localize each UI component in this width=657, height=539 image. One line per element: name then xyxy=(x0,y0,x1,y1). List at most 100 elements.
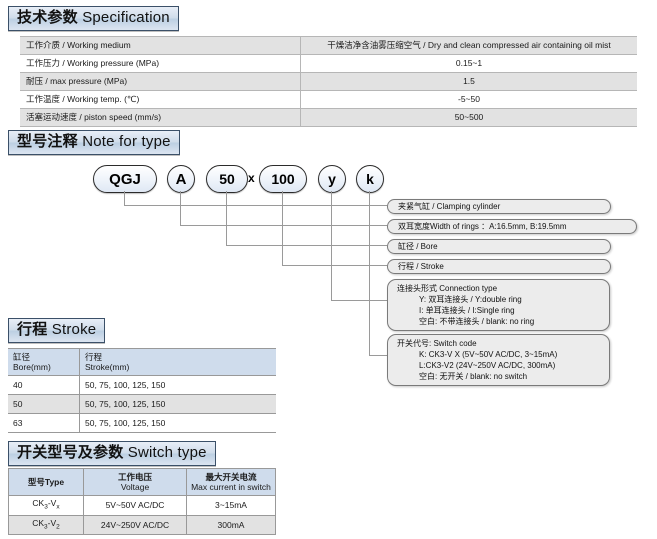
stroke-header-bore-en: Bore(mm) xyxy=(13,362,51,372)
switch-cell-current: 300mA xyxy=(186,514,276,536)
callout-stroke: 行程 / Stroke xyxy=(387,259,611,274)
leader-line xyxy=(282,265,387,266)
model-code-part-k: k xyxy=(356,165,384,193)
table-row: CK3-Vx 5V~50V AC/DC 3~15mA xyxy=(8,495,276,516)
table-row: 活塞运动速度 / piston speed (mm/s) 50~500 xyxy=(20,108,637,127)
model-code-part-stroke: 100 xyxy=(259,165,307,193)
stroke-cell-stroke: 50, 75, 100, 125, 150 xyxy=(79,394,276,414)
leader-line xyxy=(369,191,370,355)
model-code-separator: x xyxy=(248,171,255,185)
callout-connection-type-header: 连接头形式 Connection type xyxy=(397,284,498,293)
callout-switch-code-line: L:CK3-V2 (24V~250V AC/DC, 300mA) xyxy=(419,361,556,370)
section-header-stroke: 行程 Stroke xyxy=(8,318,106,343)
spec-label: 活塞运动速度 / piston speed (mm/s) xyxy=(20,108,301,127)
model-code-part-qgj: QGJ xyxy=(93,165,157,193)
switch-type-main: CK xyxy=(32,517,45,528)
switch-type-sub: 3 xyxy=(44,503,48,511)
leader-line xyxy=(180,225,387,226)
switch-header-type-cn: 型号Type xyxy=(27,477,65,487)
spec-value: 干燥洁净含油雾压缩空气 / Dry and clean compressed a… xyxy=(300,36,637,55)
section-header-switch-cn: 开关型号及参数 xyxy=(17,444,124,461)
table-header-row: 缸径 Bore(mm) 行程 Stroke(mm) xyxy=(8,348,276,376)
table-row: 耐压 / max pressure (MPa) 1.5 xyxy=(20,72,637,91)
switch-table-header-type: 型号Type xyxy=(8,468,84,496)
section-header-switch-type: 开关型号及参数 Switch type xyxy=(8,441,216,466)
switch-type-mid: -V xyxy=(47,517,57,528)
table-row: 工作温度 / Working temp. (℃) -5~50 xyxy=(20,90,637,109)
switch-cell-type: CK3-Vx xyxy=(8,495,84,516)
stroke-cell-bore: 50 xyxy=(8,394,80,414)
switch-type-main: CK xyxy=(32,498,45,508)
switch-header-voltage-en: Voltage xyxy=(120,482,150,492)
switch-header-current-en: Max current in switch xyxy=(191,482,271,492)
stroke-table-header-bore: 缸径 Bore(mm) xyxy=(8,348,80,376)
table-row: 工作压力 / Working pressure (MPa) 0.15~1 xyxy=(20,54,637,73)
stroke-cell-bore: 63 xyxy=(8,413,80,433)
stroke-header-bore-cn: 缸径 xyxy=(13,352,31,362)
leader-line xyxy=(124,205,387,206)
switch-header-current-cn: 最大开关电流 xyxy=(205,472,257,482)
callout-connection-type: 连接头形式 Connection type Y: 双耳连接头 / Y:doubl… xyxy=(387,279,610,331)
switch-cell-type: CK3-V2 xyxy=(8,514,84,536)
spec-value: 1.5 xyxy=(300,72,637,91)
leader-line xyxy=(282,191,283,265)
spec-value: -5~50 xyxy=(300,90,637,109)
spec-label: 耐压 / max pressure (MPa) xyxy=(20,72,301,91)
switch-type-table: 型号Type 工作电压 Voltage 最大开关电流 Max current i… xyxy=(8,468,276,536)
callout-switch-code-header: 开关代号: Switch code xyxy=(397,339,477,348)
spec-value: 0.15~1 xyxy=(300,54,637,73)
callout-clamping-cylinder: 夹紧气缸 / Clamping cylinder xyxy=(387,199,611,214)
model-code-part-a: A xyxy=(167,165,195,193)
table-row: 63 50, 75, 100, 125, 150 xyxy=(8,413,276,433)
leader-line xyxy=(226,191,227,245)
section-header-specification-en: Specification xyxy=(82,9,170,26)
switch-type-sub: 2 xyxy=(56,523,60,531)
stroke-cell-stroke: 50, 75, 100, 125, 150 xyxy=(79,413,276,433)
section-header-specification-cn: 技术参数 xyxy=(17,9,78,26)
table-row: 50 50, 75, 100, 125, 150 xyxy=(8,394,276,414)
stroke-header-stroke-en: Stroke(mm) xyxy=(85,362,130,372)
callout-connection-type-line: 空白: 不带连接头 / blank: no ring xyxy=(419,317,535,326)
switch-type-sub: 3 xyxy=(44,523,48,531)
callout-bore: 缸径 / Bore xyxy=(387,239,611,254)
callout-switch-code-line: 空白: 无开关 / blank: no switch xyxy=(419,372,528,381)
leader-line xyxy=(331,300,387,301)
table-row: 工作介质 / Working medium 干燥洁净含油雾压缩空气 / Dry … xyxy=(20,36,637,55)
switch-table-header-voltage: 工作电压 Voltage xyxy=(83,468,187,496)
table-header-row: 型号Type 工作电压 Voltage 最大开关电流 Max current i… xyxy=(8,468,276,496)
specification-table: 工作介质 / Working medium 干燥洁净含油雾压缩空气 / Dry … xyxy=(20,36,637,127)
section-header-specification: 技术参数 Specification xyxy=(8,6,179,31)
callout-width-of-rings: 双耳宽度Width of rings ：A:16.5mm, B:19.5mm xyxy=(387,219,637,234)
switch-cell-voltage: 5V~50V AC/DC xyxy=(83,495,187,516)
table-row: 40 50, 75, 100, 125, 150 xyxy=(8,375,276,395)
stroke-cell-bore: 40 xyxy=(8,375,80,395)
switch-cell-voltage: 24V~250V AC/DC xyxy=(83,514,187,536)
section-header-switch-en: Switch type xyxy=(127,444,207,461)
switch-header-voltage-cn: 工作电压 xyxy=(117,472,152,482)
stroke-table: 缸径 Bore(mm) 行程 Stroke(mm) 40 50, 75, 100… xyxy=(8,348,276,433)
model-code-part-bore: 50 xyxy=(206,165,248,193)
spec-label: 工作压力 / Working pressure (MPa) xyxy=(20,54,301,73)
callout-connection-type-line: Y: 双耳连接头 / Y:double ring xyxy=(419,295,522,304)
stroke-cell-stroke: 50, 75, 100, 125, 150 xyxy=(79,375,276,395)
spec-label: 工作温度 / Working temp. (℃) xyxy=(20,90,301,109)
spec-value: 50~500 xyxy=(300,108,637,127)
leader-line xyxy=(226,245,387,246)
switch-cell-current: 3~15mA xyxy=(186,495,276,516)
section-header-note-for-type: 型号注释 Note for type xyxy=(8,130,180,155)
stroke-header-stroke-cn: 行程 xyxy=(85,352,103,362)
leader-line xyxy=(369,355,387,356)
switch-type-mid: -V xyxy=(47,498,57,508)
model-code-part-y: y xyxy=(318,165,346,193)
section-header-stroke-cn: 行程 xyxy=(17,321,48,338)
switch-table-header-current: 最大开关电流 Max current in switch xyxy=(186,468,276,496)
switch-type-sub: x xyxy=(56,503,60,511)
callout-switch-code: 开关代号: Switch code K: CK3-V X (5V~50V AC/… xyxy=(387,334,610,386)
section-header-stroke-en: Stroke xyxy=(51,321,97,338)
callout-switch-code-line: K: CK3-V X (5V~50V AC/DC, 3~15mA) xyxy=(419,350,558,359)
leader-line xyxy=(331,191,332,300)
table-row: CK3-V2 24V~250V AC/DC 300mA xyxy=(8,514,276,536)
leader-line xyxy=(180,191,181,225)
spec-label: 工作介质 / Working medium xyxy=(20,36,301,55)
